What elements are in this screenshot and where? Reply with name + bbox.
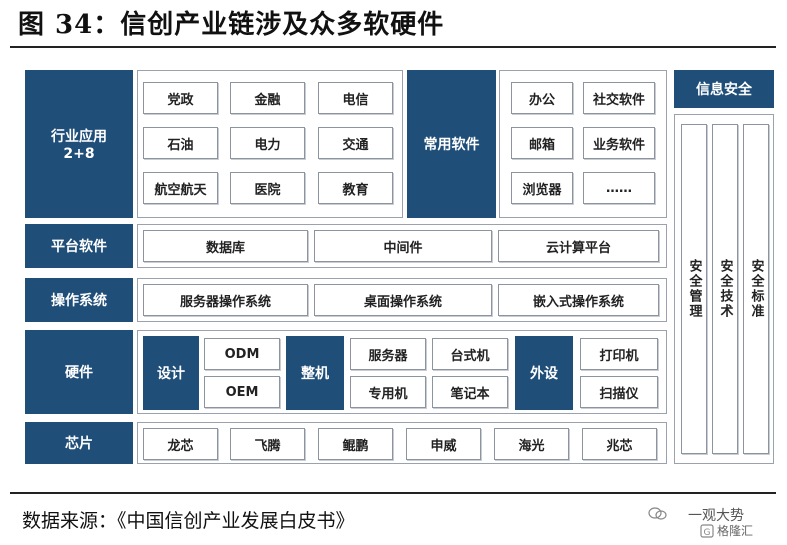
security-item: 安全管理 [681,124,707,454]
row-label-chip: 芯片 [25,422,133,464]
common-item: 业务软件 [583,127,655,159]
machine-item: 台式机 [432,338,508,370]
peripheral-item: 扫描仪 [580,376,658,408]
hardware-machine-label: 整机 [286,336,344,410]
bottom-rule [10,492,776,494]
machine-item: 专用机 [350,376,426,408]
industry-item: 金融 [230,82,305,114]
common-item: 浏览器 [511,172,573,204]
chip-item: 申威 [406,428,481,460]
common-item: 社交软件 [583,82,655,114]
logo-icon: G [700,523,714,538]
chip-item: 飞腾 [230,428,305,460]
industry-item: 医院 [230,172,305,204]
svg-text:G: G [704,528,711,538]
figure-title: 图 34：信创产业链涉及众多软硬件 [18,10,445,40]
industry-item: 电力 [230,127,305,159]
row-label-hardware: 硬件 [25,330,133,414]
industry-item: 电信 [318,82,393,114]
security-item: 安全标准 [743,124,769,454]
os-item: 嵌入式操作系统 [498,284,659,316]
common-item: …… [583,172,655,204]
machine-item: 笔记本 [432,376,508,408]
design-item: ODM [204,338,280,370]
security-item: 安全技术 [712,124,738,454]
platform-item: 云计算平台 [498,230,659,262]
os-item: 服务器操作系统 [143,284,308,316]
chip-item: 鲲鹏 [318,428,393,460]
peripheral-item: 打印机 [580,338,658,370]
row-label-platform: 平台软件 [25,224,133,268]
machine-item: 服务器 [350,338,426,370]
industry-item: 教育 [318,172,393,204]
industry-item: 交通 [318,127,393,159]
row-label-industry: 行业应用 2+8 [25,70,133,218]
chip-panel [137,422,667,464]
common-item: 邮箱 [511,127,573,159]
chip-item: 龙芯 [143,428,218,460]
chip-item: 兆芯 [582,428,657,460]
common-item: 办公 [511,82,573,114]
hardware-peripheral-label: 外设 [515,336,573,410]
platform-item: 中间件 [314,230,492,262]
industry-item: 党政 [143,82,218,114]
watermark-text: 一观大势 [688,508,744,524]
source-note: 数据来源：《中国信创产业发展白皮书》 [22,510,355,532]
top-rule [10,46,776,48]
platform-item: 数据库 [143,230,308,262]
wechat-icon [648,506,668,520]
hardware-design-label: 设计 [143,336,199,410]
security-label: 信息安全 [674,70,774,108]
common-software-label: 常用软件 [407,70,496,218]
industry-item: 航空航天 [143,172,218,204]
industry-item: 石油 [143,127,218,159]
chip-item: 海光 [494,428,569,460]
watermark-brand: 格隆汇 [717,524,754,538]
os-item: 桌面操作系统 [314,284,492,316]
row-label-os: 操作系统 [25,278,133,322]
design-item: OEM [204,376,280,408]
